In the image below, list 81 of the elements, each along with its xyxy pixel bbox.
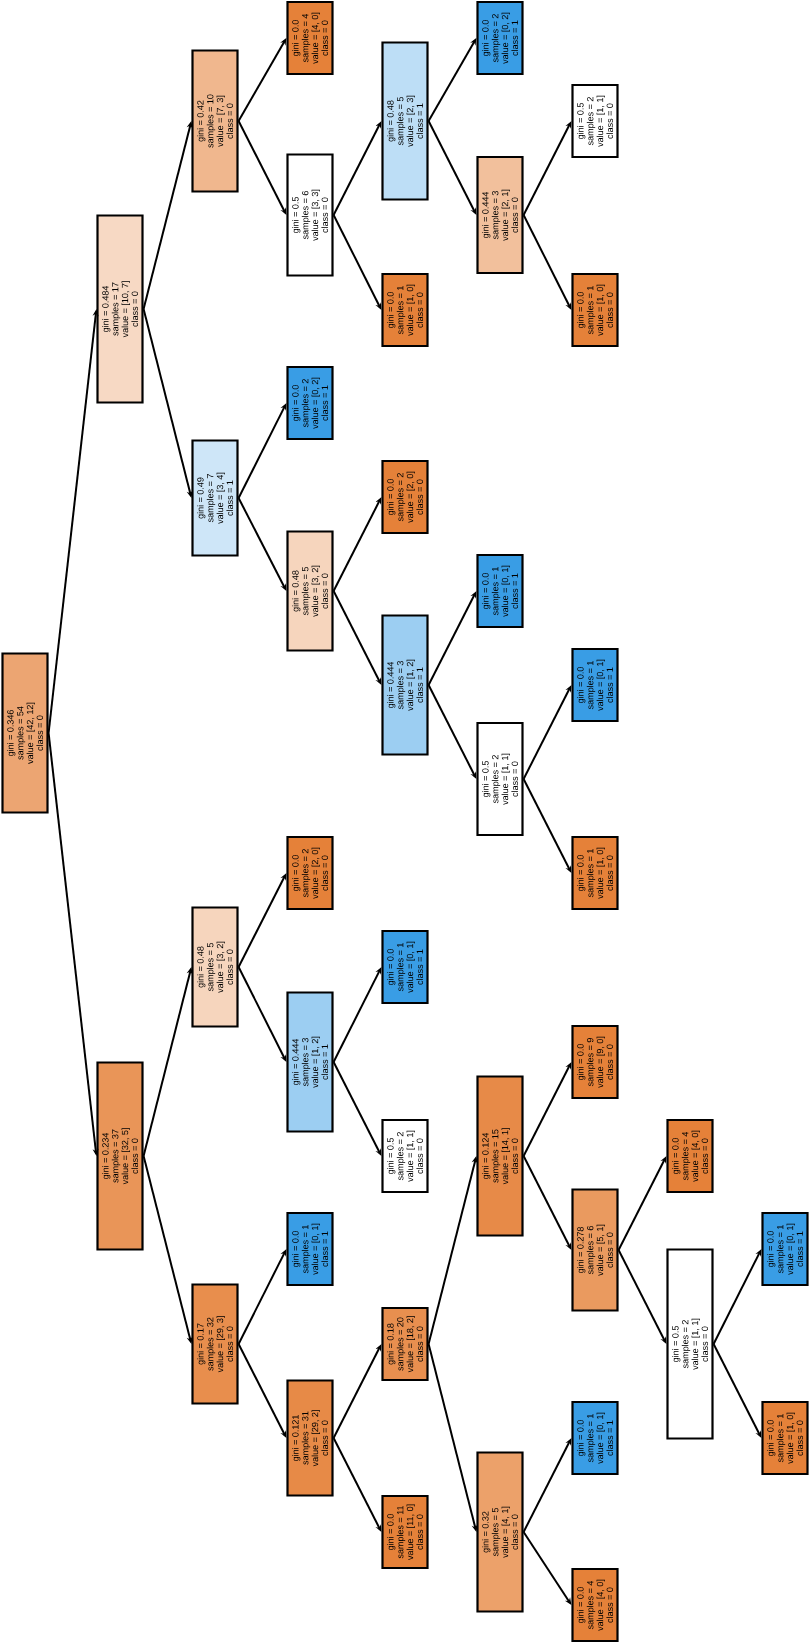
arrow <box>427 1343 478 1532</box>
leaf-node-box: gini = 0.0 samples = 4 value = [4, 0] class = 0 <box>286 0 334 76</box>
arrow <box>332 214 382 310</box>
decision-node-box: gini = 0.444 samples = 3 value = [1, 2] class = 1 <box>381 614 429 756</box>
arrow <box>142 308 193 498</box>
arrow <box>522 778 572 873</box>
arrow <box>427 684 477 779</box>
arrow <box>142 1155 193 1344</box>
leaf-node-box: gini = 0.0 samples = 1 value = [1, 0] class = 0 <box>761 1400 809 1476</box>
arrow <box>237 403 287 499</box>
arrow <box>237 966 287 1062</box>
arrow <box>427 38 477 122</box>
arrow <box>522 1155 572 1250</box>
leaf-node-box: gini = 0.0 samples = 11 value = [11, 0] class = 0 <box>381 1494 429 1570</box>
leaf-node-box: gini = 0.0 samples = 1 value = [0, 1] class = 1 <box>571 647 619 723</box>
arrow <box>617 1156 667 1251</box>
arrow <box>712 1249 762 1345</box>
leaf-node-box: gini = 0.0 samples = 2 value = [2, 0] class = 0 <box>286 835 334 911</box>
leaf-node-box: gini = 0.0 samples = 4 value = [4, 0] class = 0 <box>666 1118 714 1194</box>
leaf-node-box: gini = 0.0 samples = 2 value = [0, 2] class = 1 <box>476 0 524 76</box>
decision-node-box: gini = 0.48 samples = 5 value = [2, 3] class = 1 <box>381 41 429 201</box>
decision-node-box: gini = 0.17 samples = 32 value = [29, 3] class = 0 <box>191 1283 239 1405</box>
arrow <box>237 1343 287 1438</box>
arrow <box>332 590 382 685</box>
decision-node-box: gini = 0.32 samples = 5 value = [4, 1] class = 0 <box>476 1451 524 1613</box>
decision-node-box: gini = 0.5 samples = 6 value = [3, 3] class = 0 <box>286 153 334 277</box>
decision-node-box: gini = 0.444 samples = 3 value = [1, 2] class = 1 <box>286 991 334 1133</box>
decision-node-box: gini = 0.42 samples = 10 value = [7, 3] class = 0 <box>191 49 239 193</box>
leaf-node-box: gini = 0.5 samples = 2 value = [1, 1] class = 0 <box>381 1118 429 1194</box>
arrow <box>332 967 382 1063</box>
leaf-node-box: gini = 0.0 samples = 1 value = [1, 0] class = 0 <box>571 835 619 911</box>
decision-node-box: gini = 0.48 samples = 5 value = [3, 2] class = 0 <box>191 906 239 1028</box>
leaf-node-box: gini = 0.0 samples = 1 value = [0, 1] class = 1 <box>571 1400 619 1476</box>
arrow <box>522 1531 572 1605</box>
arrow <box>617 1249 667 1344</box>
arrow <box>142 121 193 310</box>
leaf-node-box: gini = 0.0 samples = 2 value = [2, 0] class = 0 <box>381 459 429 535</box>
arrow <box>712 1343 762 1438</box>
decision-node-box: gini = 0.346 samples = 54 value = [42, 12] class = 0 <box>1 652 49 814</box>
decision-node-box: gini = 0.124 samples = 15 value = [14, 1] class = 0 <box>476 1075 524 1237</box>
arrow <box>332 121 382 216</box>
decision-node-box: gini = 0.48 samples = 5 value = [3, 2] class = 0 <box>286 530 334 652</box>
decision-node-box: gini = 0.278 samples = 6 value = [5, 1] class = 0 <box>571 1188 619 1312</box>
arrow <box>522 1438 572 1533</box>
decision-node-box: gini = 0.484 samples = 17 value = [10, 7] class = 0 <box>96 214 144 404</box>
leaf-node-box: gini = 0.0 samples = 2 value = [0, 2] class = 1 <box>286 365 334 441</box>
arrow <box>47 732 99 1156</box>
arrow <box>237 873 287 968</box>
arrow <box>332 1344 382 1439</box>
leaf-node-box: gini = 0.5 samples = 2 value = [1, 1] class = 0 <box>571 83 619 159</box>
arrow <box>47 309 99 734</box>
arrow <box>237 120 287 215</box>
arrow <box>522 685 572 780</box>
arrow <box>427 120 477 215</box>
leaf-node-box: gini = 0.0 samples = 1 value = [0, 1] class = 1 <box>381 929 429 1005</box>
arrow <box>427 591 477 686</box>
leaf-node-box: gini = 0.0 samples = 1 value = [1, 0] class = 0 <box>381 272 429 348</box>
arrow <box>332 1437 382 1532</box>
leaf-node-box: gini = 0.0 samples = 4 value = [4, 0] class = 0 <box>571 1567 619 1643</box>
arrow <box>237 497 287 591</box>
leaf-node-box: gini = 0.0 samples = 1 value = [0, 1] class = 1 <box>476 553 524 629</box>
arrow <box>522 214 572 310</box>
decision-node-box: gini = 0.234 samples = 37 value = [32, 5] class = 0 <box>96 1061 144 1251</box>
decision-node-box: gini = 0.444 samples = 3 value = [2, 1] class = 0 <box>476 155 524 275</box>
arrow <box>427 1156 478 1345</box>
decision-node-box: gini = 0.49 samples = 7 value = [3, 4] class = 1 <box>191 439 239 557</box>
arrow <box>237 38 287 122</box>
arrow <box>522 1062 572 1157</box>
arrow <box>522 121 572 216</box>
arrow <box>332 1061 382 1156</box>
leaf-node-box: gini = 0.0 samples = 1 value = [0, 1] class = 1 <box>286 1211 334 1287</box>
leaf-node-box: gini = 0.0 samples = 1 value = [0, 1] class = 1 <box>761 1211 809 1287</box>
leaf-node-box: gini = 0.0 samples = 9 value = [9, 0] class = 0 <box>571 1024 619 1100</box>
decision-node-box: gini = 0.5 samples = 2 value = [1, 1] class = 0 <box>666 1248 714 1440</box>
arrow <box>237 1249 287 1345</box>
leaf-node-box: gini = 0.0 samples = 1 value = [1, 0] class = 0 <box>571 272 619 348</box>
decision-node-box: gini = 0.5 samples = 2 value = [1, 1] class = 0 <box>476 721 524 837</box>
arrow <box>332 497 382 592</box>
decision-node-box: gini = 0.18 samples = 20 value = [18, 2] class = 0 <box>381 1306 429 1382</box>
arrow <box>142 967 193 1157</box>
decision-node-box: gini = 0.121 samples = 31 value = [29, 2] class = 0 <box>286 1379 334 1497</box>
